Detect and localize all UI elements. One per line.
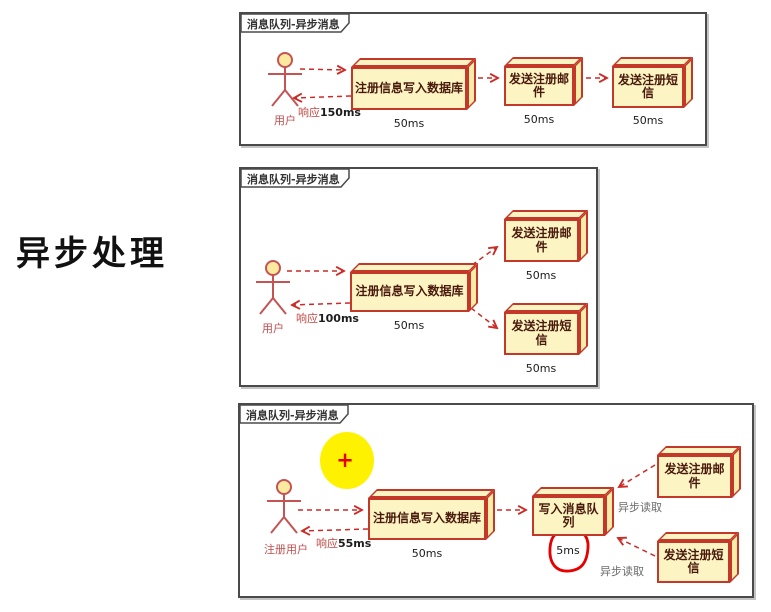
node-time-label: 50ms	[393, 117, 425, 130]
node-box-db: 注册信息写入数据库	[350, 263, 478, 312]
node-time-label: 50ms	[393, 319, 425, 332]
response-prefix: 响应	[296, 312, 318, 325]
node-box-right-face	[684, 57, 693, 108]
node-box-db: 注册信息写入数据库	[351, 58, 476, 110]
node-label: 注册信息写入数据库	[350, 272, 469, 312]
response-prefix: 响应	[316, 537, 338, 550]
node-label: 发送注册邮件	[504, 66, 574, 106]
node-label: 写入消息队列	[532, 496, 605, 536]
node-box-top-face	[504, 210, 588, 219]
node-time-label: 50ms	[411, 547, 443, 560]
message-arrows	[287, 247, 497, 328]
actor-label: 用户	[274, 114, 296, 127]
node-box-right-face	[574, 57, 583, 106]
frame-tab-label: 消息队列-异步消息	[247, 173, 340, 186]
sms-async-read-arrow	[618, 538, 656, 557]
node-time-label: 50ms	[523, 113, 555, 126]
node-label: 发送注册短信	[612, 66, 684, 108]
node-label: 发送注册邮件	[504, 219, 579, 262]
actor-icon	[267, 479, 301, 534]
node-label: 注册信息写入数据库	[368, 498, 486, 540]
node-box-email: 发送注册邮件	[657, 446, 741, 498]
node-box-top-face	[532, 487, 614, 496]
message-arrows	[294, 69, 607, 98]
highlight-ellipse	[320, 432, 374, 489]
node-box-db: 注册信息写入数据库	[368, 489, 495, 540]
diagram-shapes-layer	[241, 169, 596, 385]
node-time-label: 50ms	[525, 362, 557, 375]
node-label: 发送注册短信	[504, 312, 579, 355]
node-box-right-face	[732, 446, 741, 498]
node-box-right-face	[486, 489, 495, 540]
request-arrow	[299, 69, 345, 70]
node-box-email: 发送注册邮件	[504, 210, 588, 262]
response-value: 150ms	[320, 106, 361, 119]
response-arrow	[302, 529, 369, 531]
node-box-sms: 发送注册短信	[504, 303, 588, 355]
node-time-label: 50ms	[632, 114, 664, 127]
diagram-shapes-layer	[241, 14, 705, 107]
response-arrow	[294, 96, 352, 98]
diagram-shapes-layer	[240, 405, 656, 573]
node-box-right-face	[730, 532, 739, 583]
node-box-top-face	[350, 263, 478, 272]
node-box-top-face	[504, 57, 583, 66]
node-box-top-face	[504, 303, 588, 312]
page-title: 异步处理	[16, 234, 168, 274]
node-box-top-face	[351, 58, 476, 67]
node-box-sms: 发送注册短信	[612, 57, 693, 108]
frame-tab-shape	[241, 169, 350, 188]
response-value: 100ms	[318, 312, 359, 325]
actor-label: 注册用户	[264, 543, 308, 556]
response-time-label: 响应150ms	[298, 104, 361, 120]
uml-frame-async-queue: + 消息队列-异步消息	[238, 403, 754, 598]
response-arrow	[292, 303, 351, 305]
node-time-label: 50ms	[525, 269, 557, 282]
actor-icon	[268, 52, 302, 107]
actor-icon	[256, 260, 290, 315]
node-time-label: 5ms	[556, 544, 580, 557]
response-prefix: 响应	[298, 106, 320, 119]
async-read-label-top: 异步读取	[618, 501, 662, 514]
node-label: 发送注册邮件	[657, 455, 732, 498]
node-box-right-face	[579, 210, 588, 262]
node-label: 注册信息写入数据库	[351, 67, 467, 110]
actor-label: 用户	[262, 322, 284, 335]
response-time-label: 响应55ms	[316, 535, 371, 551]
hand-drawn-circle-annotation	[548, 528, 590, 573]
node-box-top-face	[657, 446, 741, 455]
node-box-top-face	[657, 532, 739, 541]
async-read-label-bottom: 异步读取	[600, 565, 644, 578]
node-label: 发送注册短信	[657, 541, 730, 583]
frame-tab-label: 消息队列-异步消息	[247, 18, 340, 31]
frame-tab-shape	[241, 14, 350, 33]
uml-frame-async-direct: 消息队列-异步消息 用户 注册信息写入数据库 50ms 发送注册邮件 50ms …	[239, 167, 598, 387]
response-time-label: 响应100ms	[296, 310, 359, 326]
response-value: 55ms	[338, 537, 372, 550]
node-box-top-face	[612, 57, 693, 66]
frame-tab-label: 消息队列-异步消息	[246, 409, 339, 422]
node-box-email: 发送注册邮件	[504, 57, 583, 106]
node-box-top-face	[368, 489, 495, 498]
node-box-right-face	[605, 487, 614, 536]
node-box-sms: 发送注册短信	[657, 532, 739, 583]
db-to-sms-arrow	[470, 307, 497, 328]
node-box-right-face	[579, 303, 588, 355]
node-box-queue: 写入消息队列	[532, 487, 614, 536]
frame-tab-shape	[240, 405, 349, 424]
node-box-right-face	[467, 58, 476, 110]
node-box-right-face	[469, 263, 478, 312]
uml-frame-sync: 消息队列-异步消息 用户 注册信息写入数据库 50ms 发送注册邮件 50ms …	[239, 12, 707, 146]
message-arrows	[298, 464, 656, 557]
email-async-read-arrow	[619, 464, 656, 487]
plus-annotation: +	[336, 448, 354, 472]
